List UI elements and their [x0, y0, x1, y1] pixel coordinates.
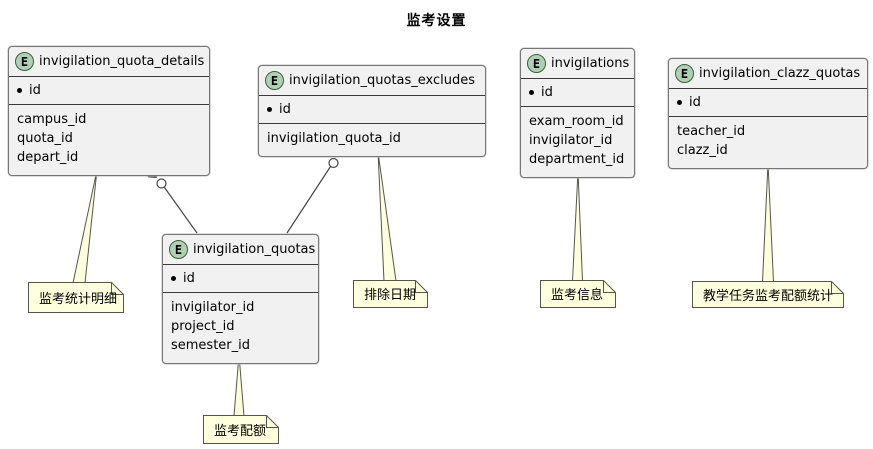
pk-bullet-icon	[267, 107, 272, 112]
attribute: invigilator_id	[171, 300, 255, 315]
entity-header: E invigilations	[521, 49, 634, 79]
attribute: campus_id	[17, 112, 87, 127]
entity-invigilation-quota-details: E invigilation_quota_details id campus_i…	[8, 46, 210, 176]
entity-stereotype-icon: E	[15, 52, 34, 71]
entity-header: E invigilation_quota_details	[9, 47, 209, 77]
primary-key-name: id	[541, 85, 553, 100]
note-connector	[233, 354, 245, 417]
primary-key-row: id	[9, 77, 209, 105]
primary-key-row: id	[163, 265, 318, 293]
attribute: semester_id	[171, 338, 251, 353]
note-invigilation-quotas-excludes: 排除日期	[364, 288, 417, 303]
note-invigilations: 监考信息	[551, 288, 604, 303]
entity-name: invigilation_quota_details	[39, 54, 205, 69]
note-shapes	[28, 280, 844, 444]
entity-header: E invigilation_quotas_excludes	[259, 66, 485, 96]
entity-name: invigilation_quotas	[193, 242, 316, 257]
note-connector	[571, 170, 584, 282]
entity-name: invigilation_clazz_quotas	[699, 66, 861, 81]
note-connector	[72, 169, 98, 284]
note-invigilation-quota-details: 监考统计明细	[39, 291, 118, 307]
primary-key-row: id	[521, 79, 634, 107]
pk-bullet-icon	[17, 88, 22, 93]
entity-invigilations: E invigilations id exam_room_id invigila…	[520, 48, 635, 178]
entity-stereotype-icon: E	[675, 64, 694, 83]
attribute: teacher_id	[677, 124, 746, 139]
relation-line	[142, 168, 198, 234]
attribute-list: invigilation_quota_id	[259, 124, 485, 156]
attribute: invigilator_id	[529, 133, 613, 148]
note-connector	[761, 162, 775, 283]
primary-key-name: id	[689, 95, 701, 110]
entity-invigilation-quotas-excludes: E invigilation_quotas_excludes id invigi…	[258, 65, 486, 157]
attribute: clazz_id	[677, 143, 728, 158]
entity-invigilation-clazz-quotas: E invigilation_clazz_quotas id teacher_i…	[668, 58, 868, 169]
primary-key-name: id	[279, 102, 291, 117]
primary-key-name: id	[183, 271, 195, 286]
attribute-list: exam_room_id invigilator_id department_i…	[521, 107, 634, 177]
entity-stereotype-icon: E	[527, 54, 546, 73]
attribute: depart_id	[17, 150, 79, 165]
entity-stereotype-icon: E	[265, 71, 284, 90]
entity-name: invigilation_quotas_excludes	[289, 73, 476, 88]
pk-bullet-icon	[529, 90, 534, 95]
pk-bullet-icon	[677, 100, 682, 105]
note-connector	[377, 151, 397, 282]
attribute: department_id	[529, 152, 625, 167]
attribute: exam_room_id	[529, 114, 624, 129]
attribute: invigilation_quota_id	[267, 131, 401, 146]
entity-name: invigilations	[551, 56, 630, 71]
pk-bullet-icon	[171, 276, 176, 281]
primary-key-row: id	[259, 96, 485, 124]
relation-line	[286, 146, 350, 234]
entity-header: E invigilation_quotas	[163, 235, 318, 265]
attribute-list: campus_id quota_id depart_id	[9, 105, 209, 175]
attribute-list: invigilator_id project_id semester_id	[163, 293, 318, 363]
entity-stereotype-icon: E	[169, 240, 188, 259]
attribute: project_id	[171, 319, 235, 334]
note-invigilation-quotas: 监考配额	[214, 423, 267, 439]
diagram-title: 监考设置	[406, 13, 467, 29]
entity-invigilation-quotas: E invigilation_quotas id invigilator_id …	[162, 234, 319, 364]
primary-key-row: id	[669, 89, 867, 117]
entity-header: E invigilation_clazz_quotas	[669, 59, 867, 89]
attribute: quota_id	[17, 131, 73, 146]
attribute-list: teacher_id clazz_id	[669, 117, 867, 168]
primary-key-name: id	[29, 83, 41, 98]
note-invigilation-clazz-quotas: 教学任务监考配额统计	[703, 288, 834, 304]
